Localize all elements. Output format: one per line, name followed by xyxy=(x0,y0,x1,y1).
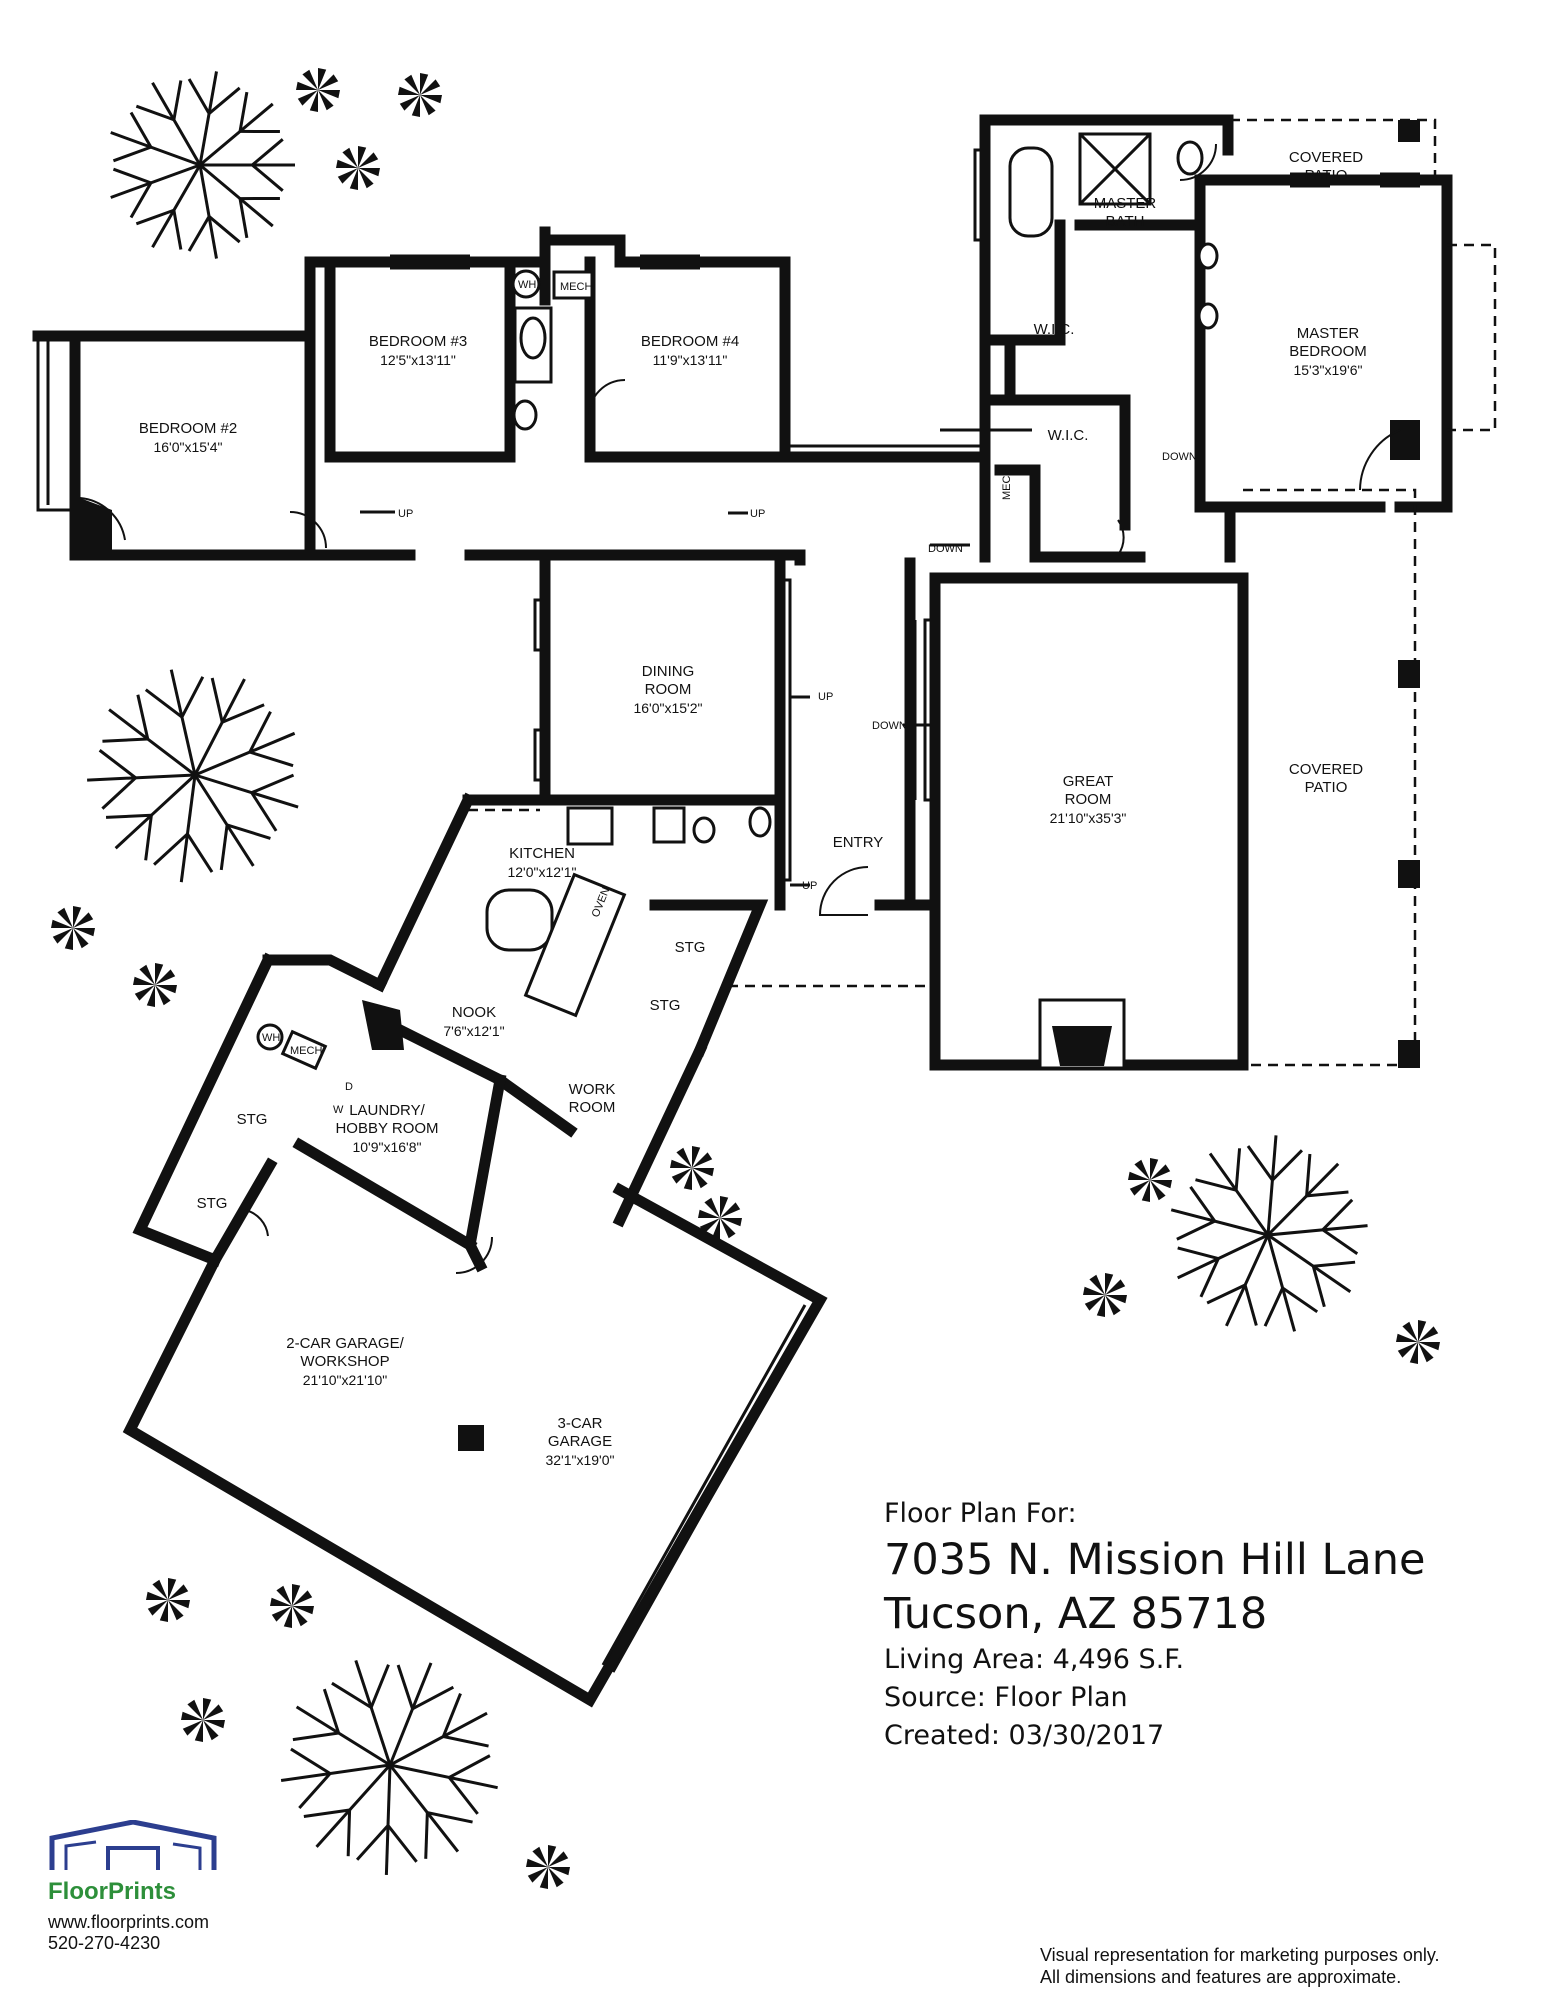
work-room-line1: WORK xyxy=(569,1081,616,1098)
mech-tag-1: MECH xyxy=(560,281,592,293)
great-room-line1: GREAT xyxy=(1063,773,1114,790)
laundry-line2: HOBBY ROOM xyxy=(335,1120,438,1137)
bedroom4-dims: 11'9"x13'11" xyxy=(653,352,728,368)
wh-tag-1: WH xyxy=(518,279,536,291)
disclaimer: Visual representation for marketing purp… xyxy=(1040,1944,1530,1988)
master-bath-line1: MASTER xyxy=(1094,195,1157,212)
shrub-icon xyxy=(270,1584,314,1628)
great-room-line2: ROOM xyxy=(1065,791,1112,808)
covered-patio-right-line1: COVERED xyxy=(1289,761,1363,778)
shrub-icon xyxy=(1396,1320,1440,1364)
dining-line1: DINING xyxy=(642,663,695,680)
floorprints-logo: FloorPrints www.floorprints.com 520-270-… xyxy=(48,1819,278,1954)
property-info: Floor Plan For: 7035 N. Mission Hill Lan… xyxy=(884,1495,1524,1755)
shrub-icon xyxy=(698,1196,742,1240)
source: Source: Floor Plan xyxy=(884,1682,1128,1713)
phone: 520-270-4230 xyxy=(48,1933,161,1953)
garage3-line2: GARAGE xyxy=(548,1433,612,1450)
bedroom4-name: BEDROOM #4 xyxy=(641,333,739,350)
down-tag-2: DOWN xyxy=(872,720,907,732)
tree-icon xyxy=(1170,1135,1368,1332)
garage2-line2: WORKSHOP xyxy=(300,1353,389,1370)
house-logo-icon xyxy=(49,1819,217,1870)
stg-label-3: STG xyxy=(237,1111,268,1128)
tree-icon xyxy=(87,669,299,883)
nook-dims: 7'6"x12'1" xyxy=(443,1023,504,1039)
wic-label-2: W.I.C. xyxy=(1048,427,1089,444)
entry-label: ENTRY xyxy=(833,834,884,851)
great-room-dims: 21'10"x35'3" xyxy=(1050,810,1127,826)
tree-icon xyxy=(110,71,295,259)
garage2-line1: 2-CAR GARAGE/ xyxy=(286,1335,404,1352)
shrub-icon xyxy=(670,1146,714,1190)
master-bedroom-dims: 15'3"x19'6" xyxy=(1293,362,1362,378)
up-tag-3: UP xyxy=(818,691,833,703)
shrub-icon xyxy=(51,906,95,950)
wh-tag-2: WH xyxy=(262,1032,280,1044)
up-tag-4: UP xyxy=(802,880,817,892)
created-date: Created: 03/30/2017 xyxy=(884,1720,1165,1751)
address-line1: 7035 N. Mission Hill Lane xyxy=(884,1535,1426,1585)
laundry-dims: 10'9"x16'8" xyxy=(352,1139,421,1155)
shrub-icon xyxy=(398,73,442,117)
bedroom3-name: BEDROOM #3 xyxy=(369,333,467,350)
work-room-line2: ROOM xyxy=(569,1099,616,1116)
bedroom3-dims: 12'5"x13'11" xyxy=(380,352,456,368)
bedroom2-name: BEDROOM #2 xyxy=(139,420,237,437)
stg-label-2: STG xyxy=(650,997,681,1014)
mech-tag-2: MECH xyxy=(290,1045,322,1057)
stg-label-4: STG xyxy=(197,1195,228,1212)
covered-patio-right-line2: PATIO xyxy=(1305,779,1348,796)
walls xyxy=(32,114,1453,1708)
shrub-icon xyxy=(336,146,380,190)
stg-label-1: STG xyxy=(675,939,706,956)
shrub-icon xyxy=(1128,1158,1172,1202)
garage3-line1: 3-CAR xyxy=(557,1415,602,1432)
master-bath-line2: BATH xyxy=(1106,213,1145,230)
kitchen-name: KITCHEN xyxy=(509,845,575,862)
covered-patio-top-line1: COVERED xyxy=(1289,149,1363,166)
address-line2: Tucson, AZ 85718 xyxy=(884,1589,1268,1639)
website: www.floorprints.com xyxy=(48,1912,210,1932)
garage3-dims: 32'1"x19'0" xyxy=(545,1452,614,1468)
floor-plan-for: Floor Plan For: xyxy=(884,1498,1077,1529)
laundry-line1: LAUNDRY/ xyxy=(349,1102,425,1119)
dining-dims: 16'0"x15'2" xyxy=(633,700,702,716)
kitchen-dims: 12'0"x12'1" xyxy=(507,864,576,880)
disclaimer-line1: Visual representation for marketing purp… xyxy=(1040,1945,1440,1965)
wic-label-1: W.I.C. xyxy=(1034,321,1075,338)
master-bedroom-line2: BEDROOM xyxy=(1289,343,1367,360)
bedroom2-dims: 16'0"x15'4" xyxy=(153,439,222,455)
dryer-tag: D xyxy=(345,1081,353,1093)
tree-icon xyxy=(280,1659,498,1875)
garage2-dims: 21'10"x21'10" xyxy=(303,1372,388,1388)
nook-name: NOOK xyxy=(452,1004,496,1021)
shrub-icon xyxy=(133,963,177,1007)
room-labels: BEDROOM #2 16'0"x15'4" BEDROOM #3 12'5"x… xyxy=(139,149,1367,1468)
down-tag-3: DOWN xyxy=(1162,451,1197,463)
up-tag-2: UP xyxy=(750,508,765,520)
down-tag-1: DOWN xyxy=(928,543,963,555)
fixtures xyxy=(79,118,1497,1673)
master-bedroom-line1: MASTER xyxy=(1297,325,1360,342)
shrub-icon xyxy=(296,68,340,112)
mech-tag-3: MECH xyxy=(1001,468,1013,500)
up-tag-1: UP xyxy=(398,508,413,520)
shrub-icon xyxy=(1083,1273,1127,1317)
shrub-icon xyxy=(181,1698,225,1742)
landscaping xyxy=(51,68,1440,1889)
dining-line2: ROOM xyxy=(645,681,692,698)
brand-name: FloorPrints xyxy=(48,1878,177,1905)
shrub-icon xyxy=(146,1578,190,1622)
living-area: Living Area: 4,496 S.F. xyxy=(884,1644,1185,1675)
covered-patio-top-line2: PATIO xyxy=(1305,167,1348,184)
disclaimer-line2: All dimensions and features are approxim… xyxy=(1040,1967,1402,1987)
washer-tag: W xyxy=(333,1104,344,1116)
shrub-icon xyxy=(526,1845,570,1889)
